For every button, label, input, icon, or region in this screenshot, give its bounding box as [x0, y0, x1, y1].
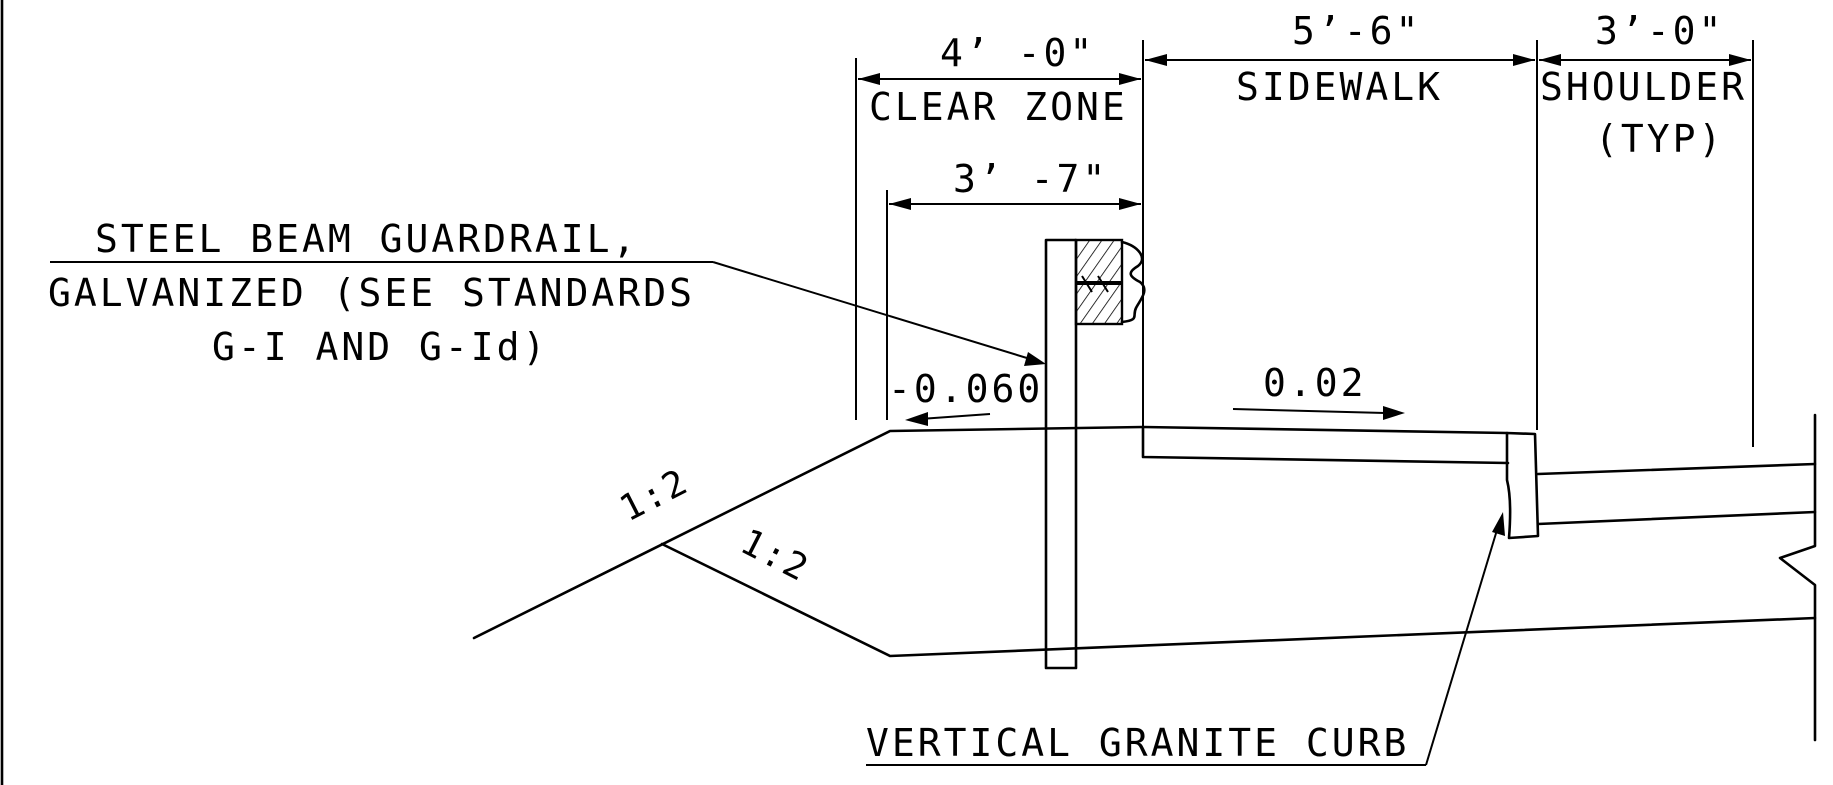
dimension-shoulder [1539, 54, 1751, 66]
fill-slope-lower: 1:2 [734, 521, 816, 590]
curb-leader [866, 512, 1505, 766]
sidewalk-slab [1141, 425, 1510, 465]
slope-arrow-clear-zone [905, 412, 991, 426]
break-line [1778, 413, 1817, 742]
w-beam-bolt [1076, 275, 1122, 293]
shoulder-label: SHOULDER [1540, 65, 1747, 109]
guardrail-blockout [1074, 238, 1124, 326]
shoulder-pavement [1536, 462, 1817, 526]
guardrail-callout-line-3: G-I AND G-Id) [212, 325, 548, 369]
clear-zone-dimension: 4’ -0" [940, 31, 1095, 75]
guardrail-leader [50, 261, 1046, 366]
slope-arrow-sidewalk [1232, 406, 1405, 420]
shoulder-typ-label: (TYP) [1595, 117, 1724, 161]
dimension-post-offset [889, 198, 1141, 210]
extension-lines [855, 40, 1754, 447]
granite-curb [1505, 431, 1540, 540]
sidewalk-slope-value: 0.02 [1263, 361, 1367, 405]
clear-zone-label: CLEAR ZONE [869, 85, 1128, 129]
post-offset-dimension: 3’ -7" [953, 157, 1108, 201]
guardrail-callout-line-1: STEEL BEAM GUARDRAIL, [95, 217, 638, 261]
w-beam-rail [1120, 240, 1146, 324]
embankment-fill [472, 425, 1817, 658]
curb-callout: VERTICAL GRANITE CURB [866, 721, 1409, 765]
guardrail-callout-line-2: GALVANIZED (SEE STANDARDS [48, 271, 695, 315]
fill-slope-upper: 1:2 [613, 461, 695, 530]
clear-zone-slope-value: -0.060 [888, 367, 1043, 411]
shoulder-dimension: 3’-0" [1595, 9, 1724, 53]
dimension-sidewalk [1145, 54, 1535, 66]
sidewalk-label: SIDEWALK [1236, 65, 1443, 109]
guardrail-post [1044, 238, 1078, 670]
sidewalk-dimension: 5’-6" [1292, 9, 1421, 53]
dimension-clear-zone [858, 73, 1141, 85]
